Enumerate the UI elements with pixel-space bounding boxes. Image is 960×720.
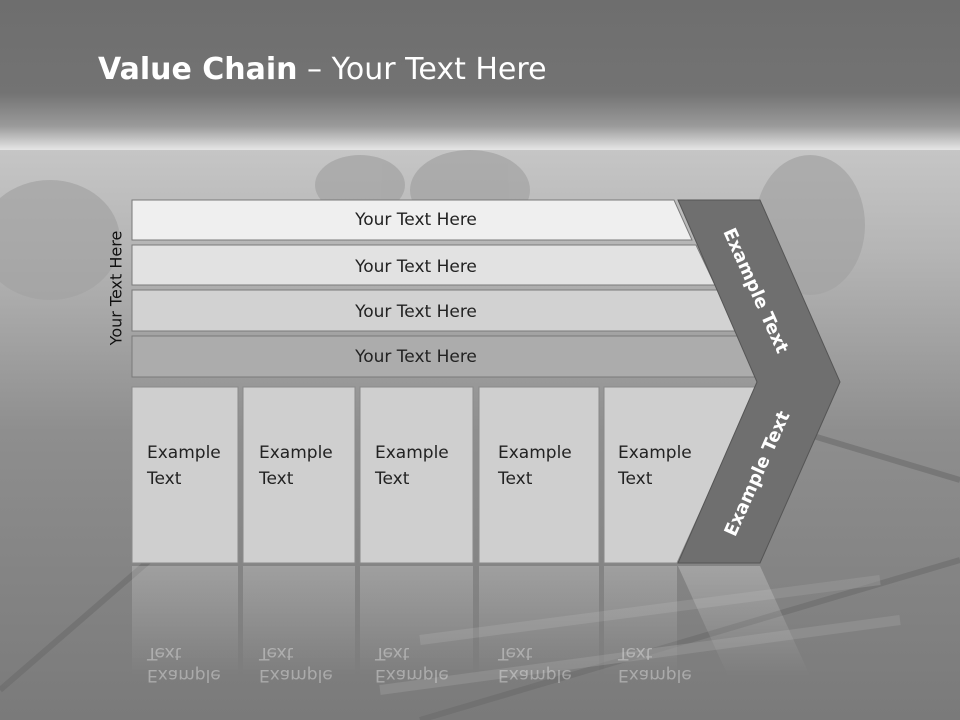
title-rest: – Your Text Here bbox=[297, 52, 547, 87]
band-1-label: Your Text Here bbox=[354, 210, 477, 230]
box-4-line1: Example bbox=[498, 443, 572, 463]
box-3-reflection-line2: Text bbox=[374, 643, 410, 663]
chevron-reflection bbox=[678, 566, 810, 676]
reflection-group: Text Example Text Example Text Example T… bbox=[132, 566, 810, 685]
box-1-reflection-line2: Text bbox=[146, 643, 182, 663]
band-4-label: Your Text Here bbox=[354, 347, 477, 367]
box-3-reflection-line1: Example bbox=[375, 665, 449, 685]
box-5-line1: Example bbox=[618, 443, 692, 463]
box-3 bbox=[359, 386, 474, 564]
chevron-arrow bbox=[677, 199, 841, 564]
box-1-reflection bbox=[132, 566, 238, 676]
box-4 bbox=[478, 386, 600, 564]
box-2 bbox=[242, 386, 356, 564]
box-5 bbox=[603, 386, 758, 564]
box-2-line2: Text bbox=[258, 469, 294, 489]
box-3-line1: Example bbox=[375, 443, 449, 463]
box-4-reflection-line2: Text bbox=[497, 643, 533, 663]
band-3-label: Your Text Here bbox=[354, 302, 477, 322]
title-bar: Value Chain – Your Text Here bbox=[0, 0, 960, 150]
box-4-reflection bbox=[479, 566, 599, 676]
box-1 bbox=[131, 386, 239, 564]
slide-title: Value Chain – Your Text Here bbox=[98, 52, 547, 87]
box-2-reflection bbox=[243, 566, 355, 676]
box-4-line2: Text bbox=[497, 469, 533, 489]
box-2-line1: Example bbox=[259, 443, 333, 463]
box-1-reflection-line1: Example bbox=[147, 665, 221, 685]
box-4-reflection-line1: Example bbox=[498, 665, 572, 685]
box-3-line2: Text bbox=[374, 469, 410, 489]
box-1-line2: Text bbox=[146, 469, 182, 489]
box-3-reflection bbox=[360, 566, 473, 676]
box-5-reflection bbox=[604, 566, 677, 676]
box-1-line1: Example bbox=[147, 443, 221, 463]
title-bold: Value Chain bbox=[98, 52, 298, 87]
box-5-line2: Text bbox=[617, 469, 653, 489]
box-2-reflection-line2: Text bbox=[258, 643, 294, 663]
box-5-reflection-line2: Text bbox=[617, 643, 653, 663]
band-1 bbox=[131, 199, 693, 241]
band-2-label: Your Text Here bbox=[354, 257, 477, 277]
box-2-reflection-line1: Example bbox=[259, 665, 333, 685]
box-5-reflection-line1: Example bbox=[618, 665, 692, 685]
